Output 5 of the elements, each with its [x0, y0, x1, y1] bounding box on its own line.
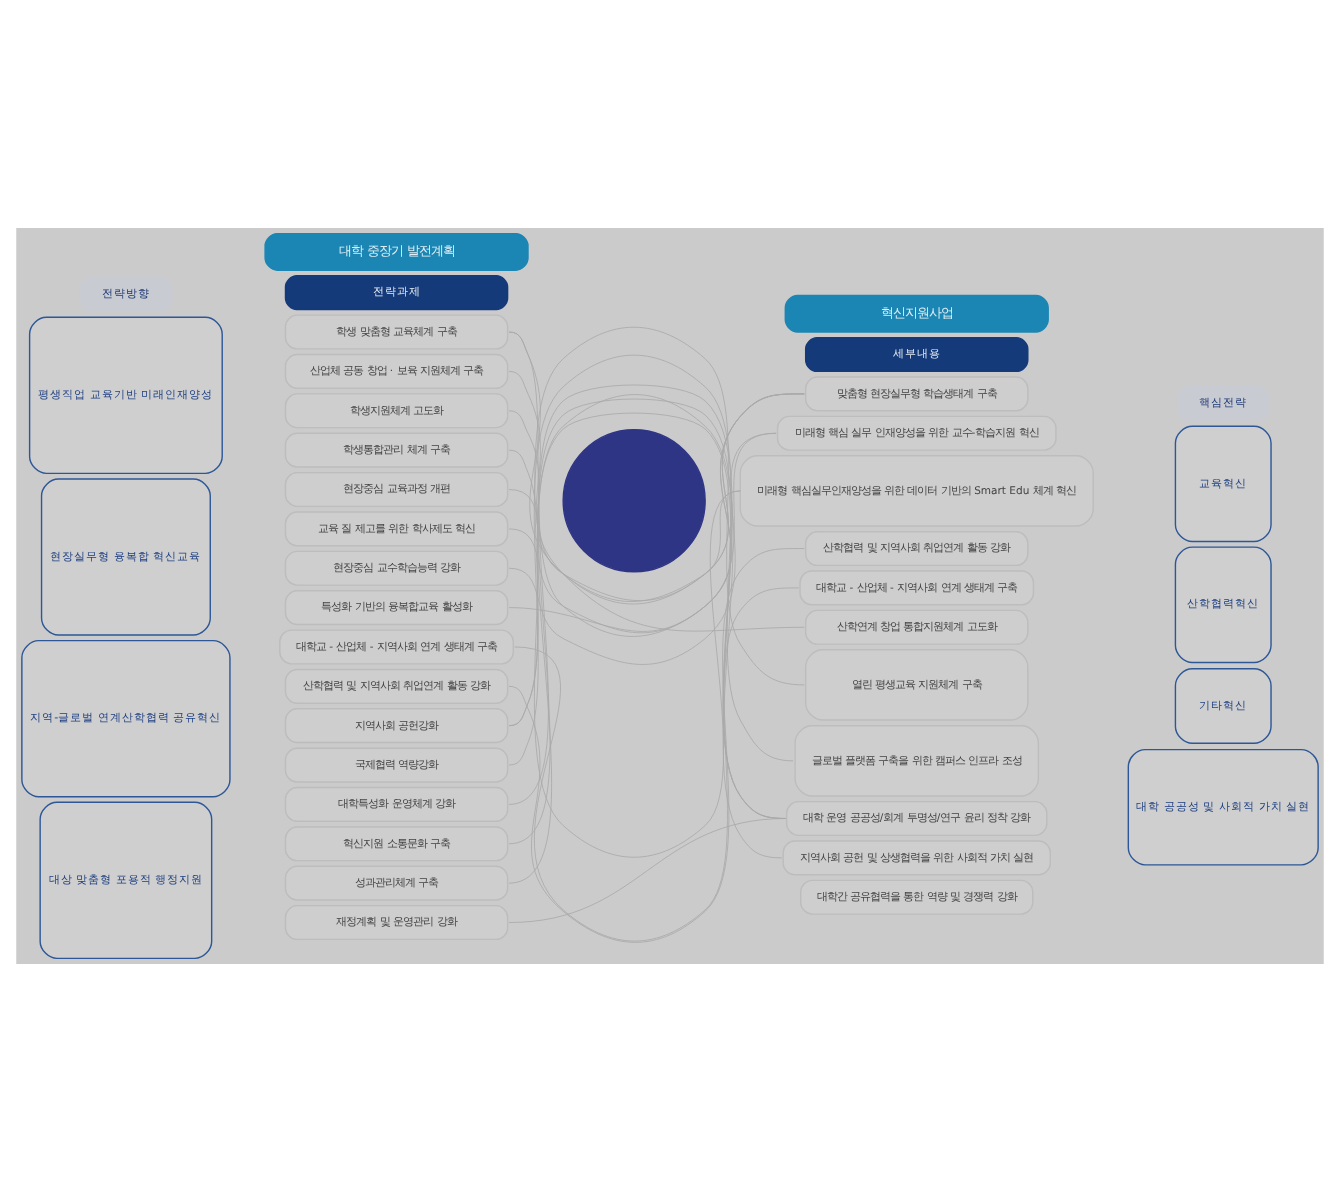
connector: [508, 432, 777, 665]
connector: [508, 410, 741, 602]
connector: [508, 449, 741, 858]
connector: [508, 354, 794, 766]
node-circle: [562, 429, 706, 573]
